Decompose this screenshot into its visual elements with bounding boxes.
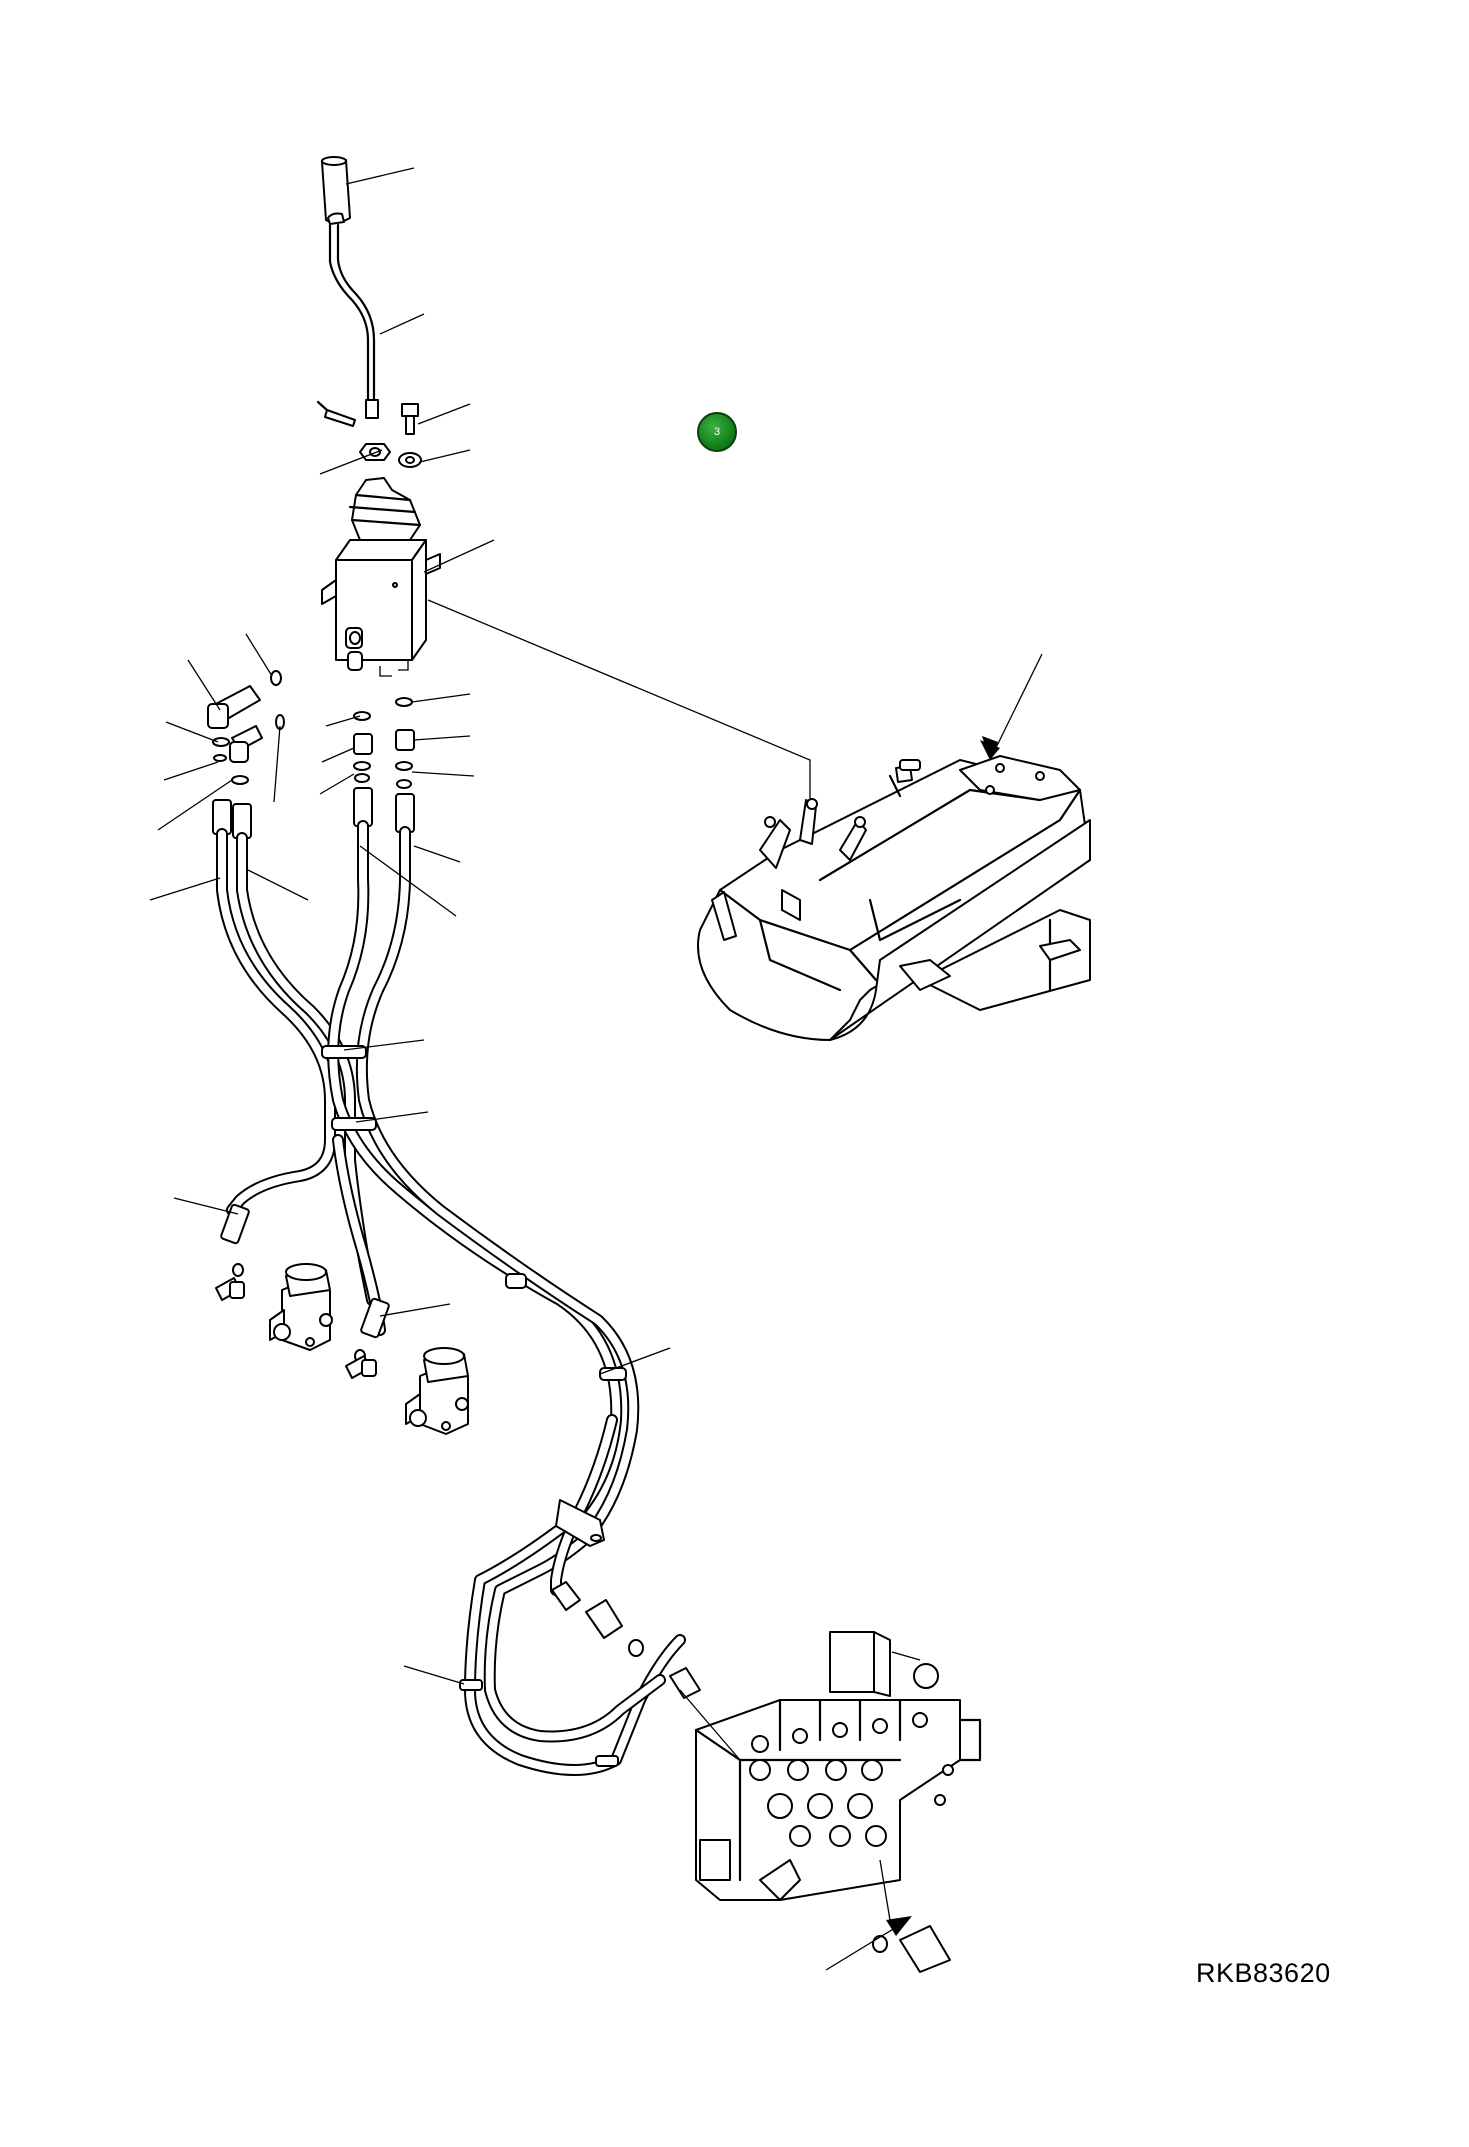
page-badge[interactable]: 3 [697,412,737,452]
hose-end-fittings-lower [220,1203,390,1363]
inline-fittings [551,1581,701,1699]
control-valve-bank [694,1631,982,1901]
operator-console [697,755,1091,1041]
bottom-fitting [872,1925,951,1973]
badge-label: 3 [713,426,721,438]
pilot-valve [321,477,441,677]
lever-assembly [316,156,379,427]
switch-valve-right [345,1347,469,1435]
straight-fittings [353,697,415,789]
elbow-fittings [207,670,285,785]
bolt-and-washers [359,403,422,468]
assembly-leader [427,599,811,840]
drawing-reference-code: RKB83620 [1196,1958,1331,1988]
callout-leaders [149,167,921,1921]
hose-end-fittings-top [212,787,415,839]
pointer-arrows [825,653,1043,1971]
switch-valve-left [215,1263,333,1351]
